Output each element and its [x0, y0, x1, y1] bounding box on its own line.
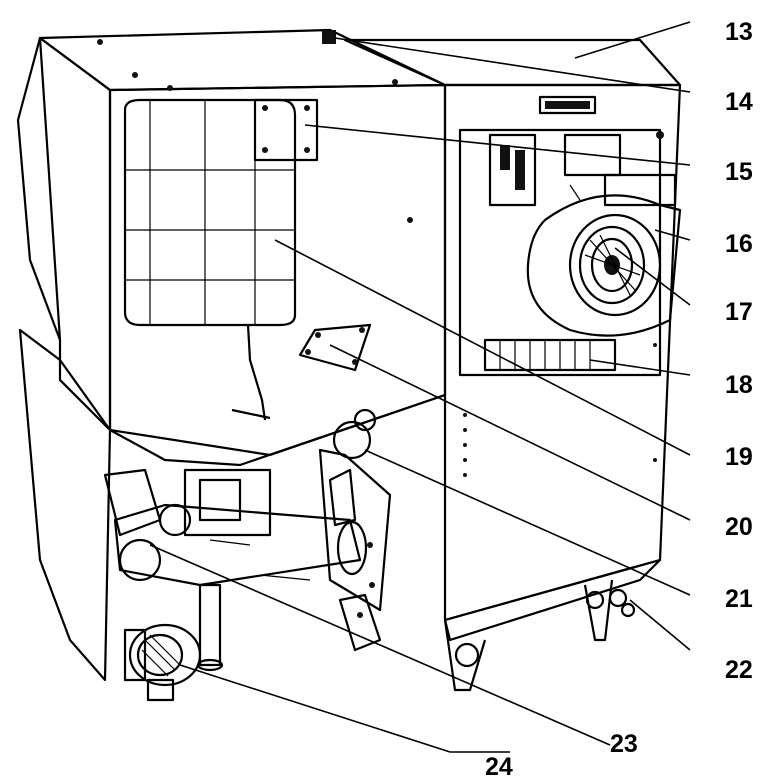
- label-24: 24: [485, 753, 513, 781]
- label-14: 14: [725, 88, 753, 116]
- label-18: 18: [725, 371, 753, 399]
- leader-21: [364, 449, 691, 596]
- label-21: 21: [725, 585, 753, 613]
- leader-15: [304, 124, 691, 166]
- burner: [318, 408, 392, 612]
- fan-assembly: [526, 173, 682, 337]
- door-latch: [338, 593, 382, 652]
- mounting-bracket: [253, 98, 319, 162]
- leader-lines: [149, 21, 691, 753]
- boiler-body: [343, 38, 682, 692]
- inspection-plate: [298, 323, 372, 372]
- label-13: 13: [725, 18, 753, 46]
- drive-motor: [123, 623, 202, 702]
- leader-16: [654, 229, 691, 241]
- leader-23: [149, 544, 611, 746]
- pellet-container: [123, 98, 297, 421]
- leader-18: [589, 359, 691, 376]
- label-19: 19: [725, 443, 753, 471]
- water-connections: [454, 588, 636, 668]
- leader-13: [574, 21, 691, 59]
- label-22: 22: [725, 656, 753, 684]
- label-23: 23: [610, 730, 638, 758]
- leader-14: [334, 37, 691, 93]
- pellet-hopper: [16, 28, 447, 682]
- callout-labels: 13 14 15 16 17 18 19 20 21 22 23 24: [485, 18, 753, 781]
- auger-feeder: [103, 468, 368, 672]
- leader-19: [274, 239, 691, 456]
- leader-20: [329, 344, 691, 521]
- label-17: 17: [725, 298, 753, 326]
- leader-22: [629, 599, 691, 651]
- label-20: 20: [725, 513, 753, 541]
- top-connector: [322, 30, 336, 44]
- label-16: 16: [725, 230, 753, 258]
- leader-24: [179, 664, 510, 753]
- label-15: 15: [725, 158, 753, 186]
- leader-17: [614, 247, 691, 306]
